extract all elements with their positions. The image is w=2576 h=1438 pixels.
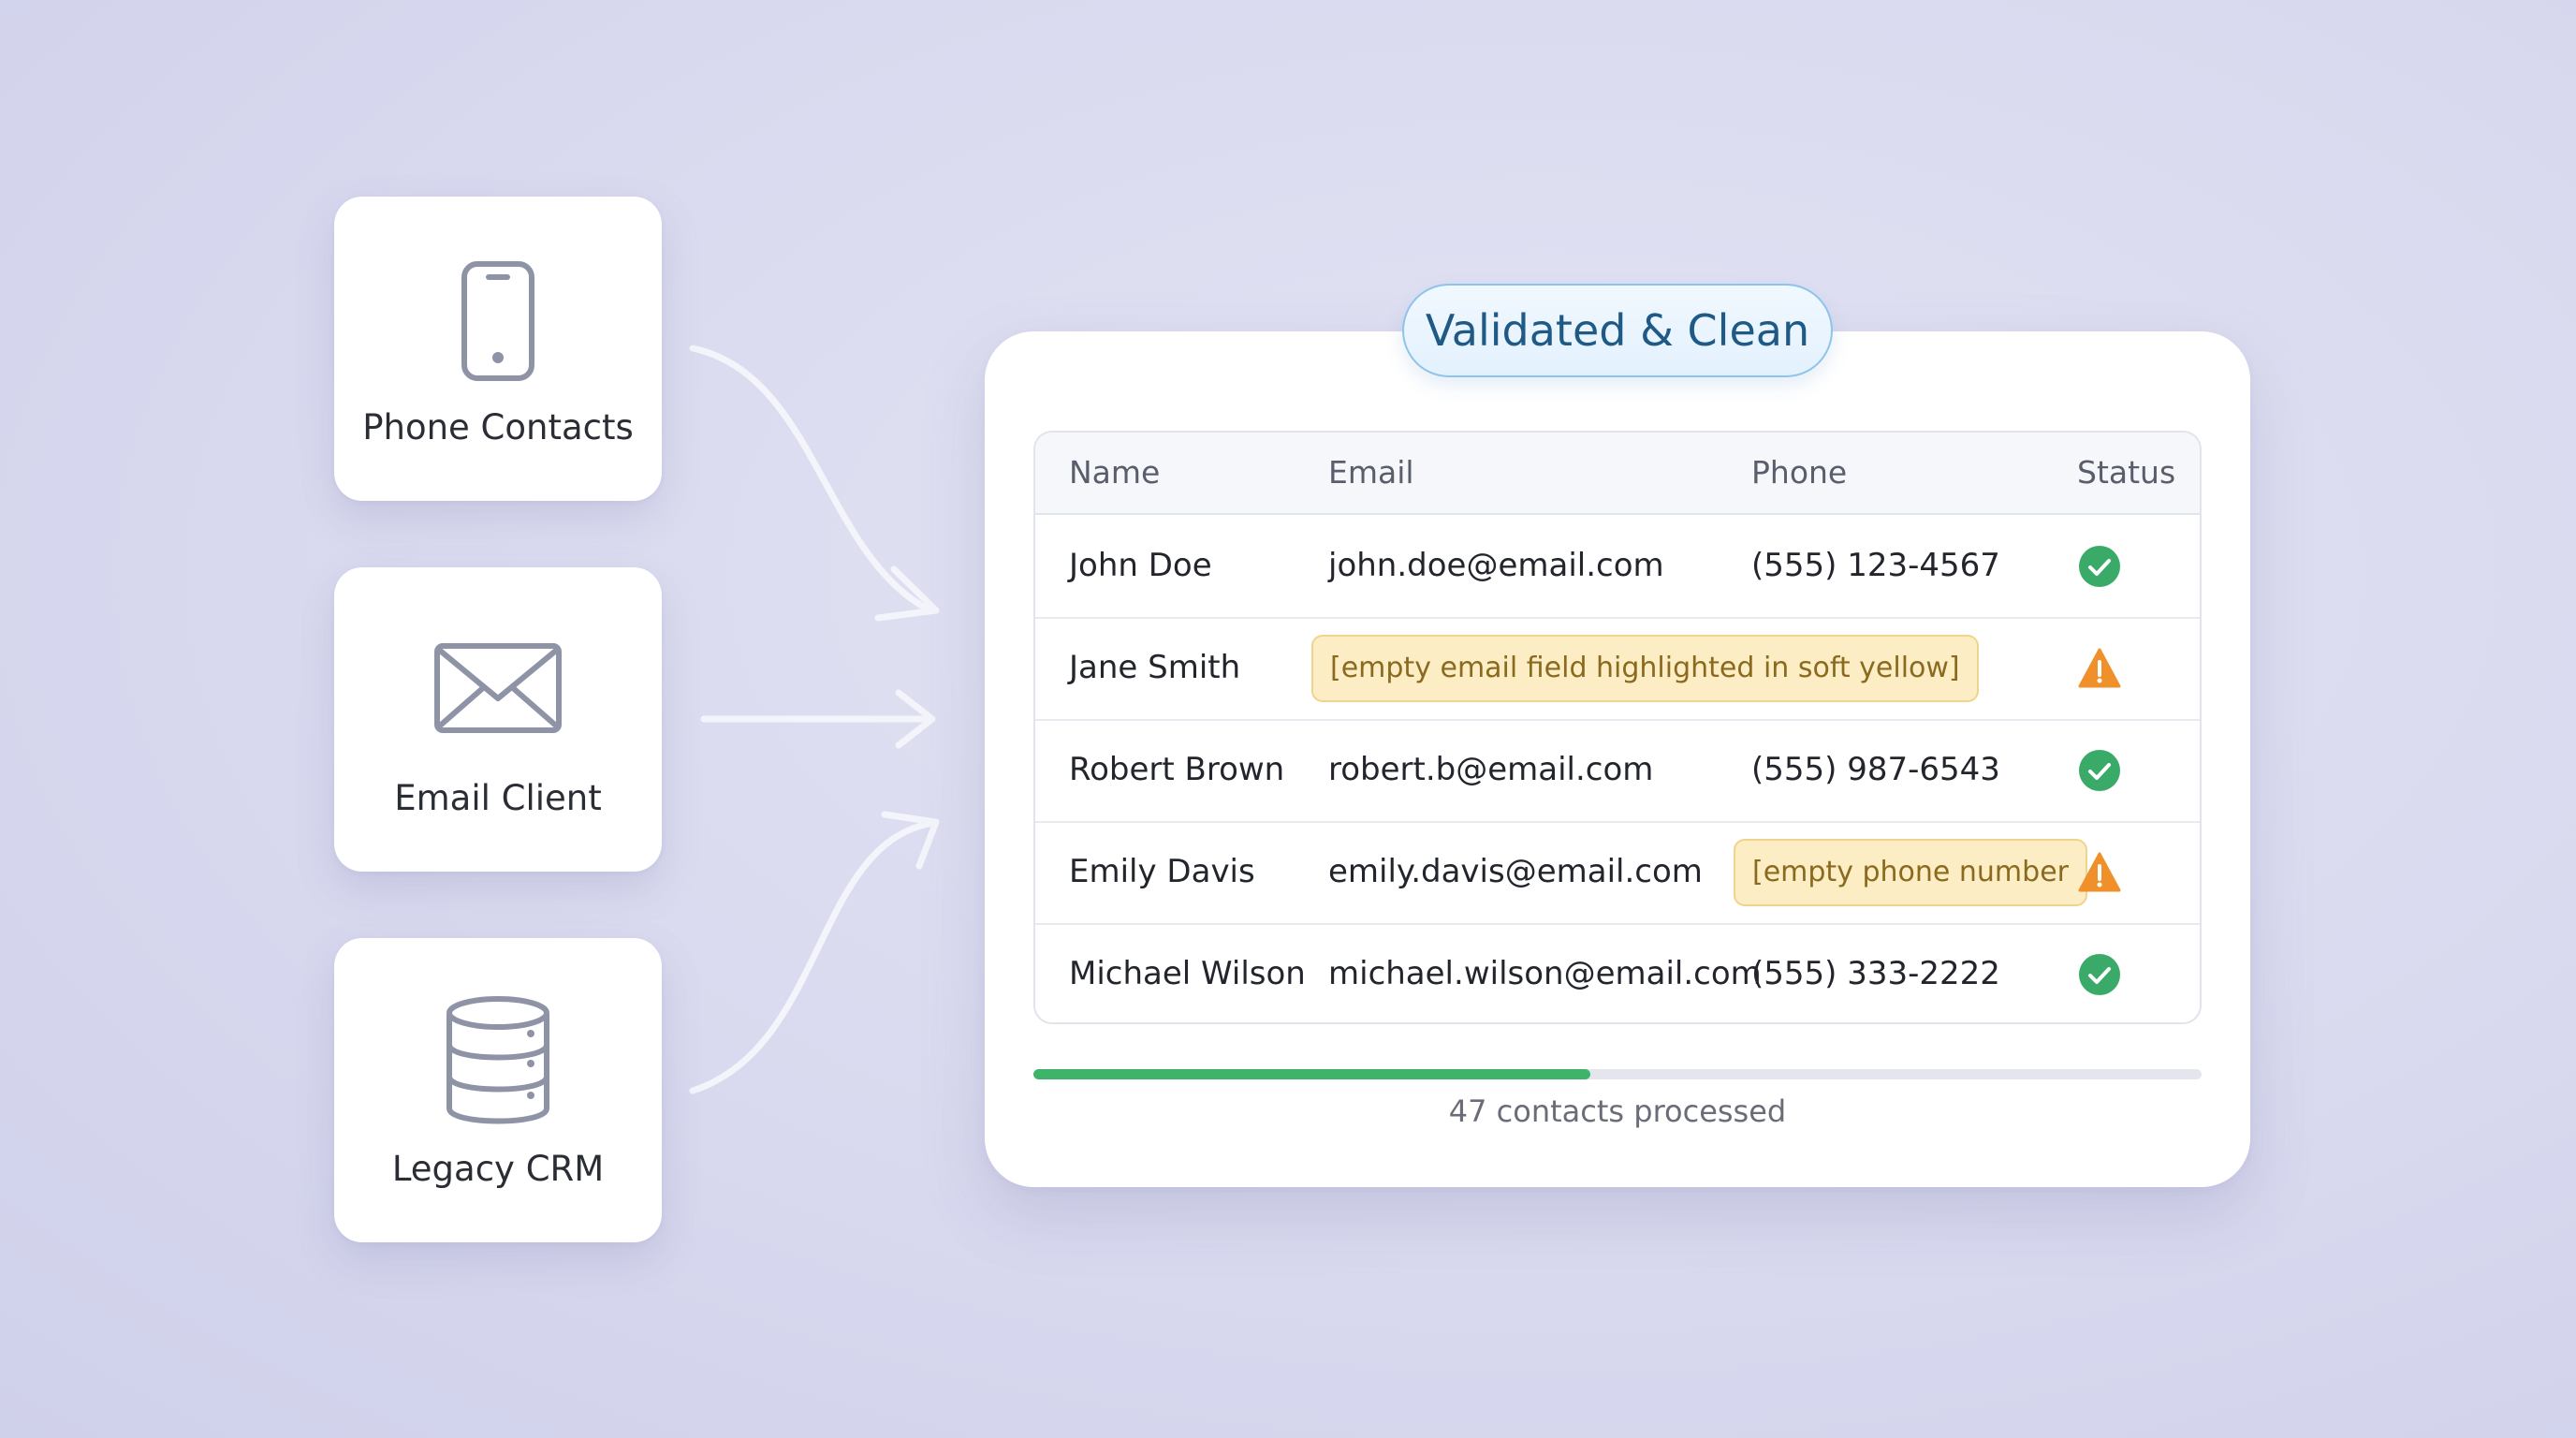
check-circle-icon bbox=[2079, 954, 2120, 995]
arrowhead-crm bbox=[881, 811, 940, 870]
contact-email: michael.wilson@email.com bbox=[1328, 955, 1762, 992]
contact-name: Jane Smith bbox=[1069, 649, 1241, 686]
table-row[interactable]: Jane Smith [empty email field highlighte… bbox=[1035, 617, 2200, 721]
contact-name: Robert Brown bbox=[1069, 751, 1285, 788]
empty-phone-highlight[interactable]: [empty phone number bbox=[1734, 839, 2087, 906]
arrow-from-phone bbox=[689, 345, 930, 612]
column-header-phone[interactable]: Phone bbox=[1751, 454, 1848, 491]
progress-label: 47 contacts processed bbox=[1448, 1093, 1787, 1129]
arrowhead-phone bbox=[874, 565, 940, 622]
source-label: Phone Contacts bbox=[362, 407, 634, 448]
empty-email-highlight[interactable]: [empty email field highlighted in soft y… bbox=[1311, 635, 1979, 702]
source-card-email-client[interactable]: Email Client bbox=[334, 567, 662, 872]
check-circle-icon bbox=[2079, 546, 2120, 587]
warning-triangle-icon bbox=[2078, 648, 2121, 688]
contact-phone: (555) 123-4567 bbox=[1751, 547, 2000, 584]
column-header-email[interactable]: Email bbox=[1328, 454, 1414, 491]
table-header: Name Email Phone Status bbox=[1035, 433, 2200, 515]
contact-email: robert.b@email.com bbox=[1328, 751, 1654, 788]
contact-phone: (555) 333-2222 bbox=[1751, 955, 2000, 992]
source-label: Email Client bbox=[394, 778, 602, 818]
contact-name: Michael Wilson bbox=[1069, 955, 1306, 992]
contact-name: Emily Davis bbox=[1069, 853, 1255, 890]
table-row[interactable]: Emily Davis emily.davis@email.com [empty… bbox=[1035, 821, 2200, 925]
source-card-phone-contacts[interactable]: Phone Contacts bbox=[334, 197, 662, 501]
arrow-from-crm bbox=[689, 820, 932, 1094]
progress-bar bbox=[1033, 1069, 2202, 1079]
check-circle-icon bbox=[2079, 750, 2120, 791]
arrowhead-email bbox=[895, 689, 936, 749]
contact-phone: (555) 987-6543 bbox=[1751, 751, 2000, 788]
table-row[interactable]: John Doe john.doe@email.com (555) 123-45… bbox=[1035, 515, 2200, 619]
column-header-status[interactable]: Status bbox=[2077, 454, 2176, 491]
contact-email: john.doe@email.com bbox=[1328, 547, 1664, 584]
source-card-legacy-crm[interactable]: Legacy CRM bbox=[334, 938, 662, 1242]
database-icon bbox=[334, 990, 662, 1131]
contact-name: John Doe bbox=[1069, 547, 1212, 584]
contact-email: emily.davis@email.com bbox=[1328, 853, 1703, 890]
source-label: Legacy CRM bbox=[391, 1149, 605, 1189]
contacts-table: Name Email Phone Status John Doe john.do… bbox=[1033, 431, 2202, 1024]
progress-bar-fill bbox=[1033, 1069, 1591, 1079]
envelope-icon bbox=[334, 637, 662, 740]
column-header-name[interactable]: Name bbox=[1069, 454, 1161, 491]
table-row[interactable]: Robert Brown robert.b@email.com (555) 98… bbox=[1035, 719, 2200, 823]
warning-triangle-icon bbox=[2078, 852, 2121, 892]
validated-badge: Validated & Clean bbox=[1402, 284, 1833, 377]
table-row[interactable]: Michael Wilson michael.wilson@email.com … bbox=[1035, 923, 2200, 1022]
smartphone-icon bbox=[334, 251, 662, 391]
